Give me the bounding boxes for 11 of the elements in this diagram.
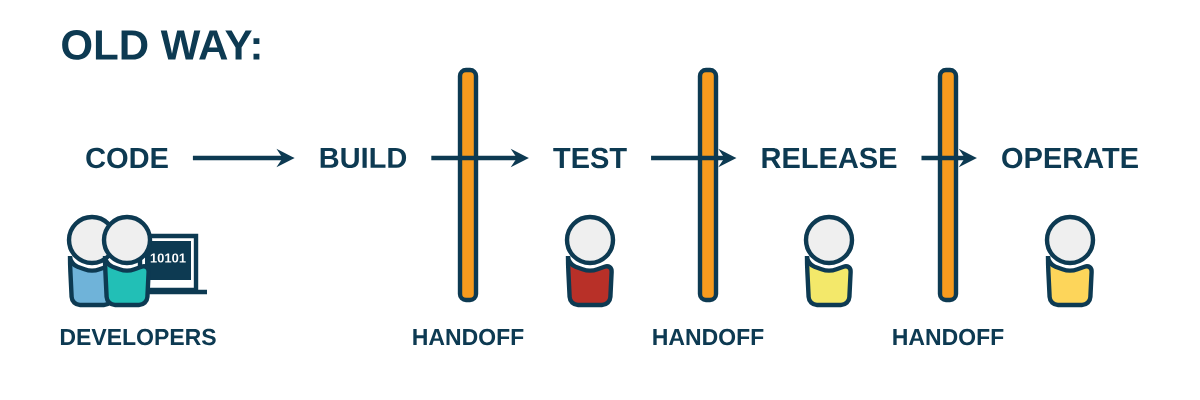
step-label: RELEASE <box>762 147 897 169</box>
handoff-label: HANDOFF <box>893 328 1004 346</box>
handoff-label: HANDOFF <box>653 328 764 346</box>
step-label: CODE <box>86 147 168 169</box>
step-label: TEST <box>553 147 627 169</box>
step-label: BUILD <box>320 147 407 169</box>
handoff-label: HANDOFF <box>413 328 524 346</box>
step-label: OPERATE <box>1002 147 1138 169</box>
caption: DEVELOPERS <box>60 328 216 346</box>
screen-text: 10101 <box>150 253 186 263</box>
title: OLD WAY: <box>62 30 260 60</box>
